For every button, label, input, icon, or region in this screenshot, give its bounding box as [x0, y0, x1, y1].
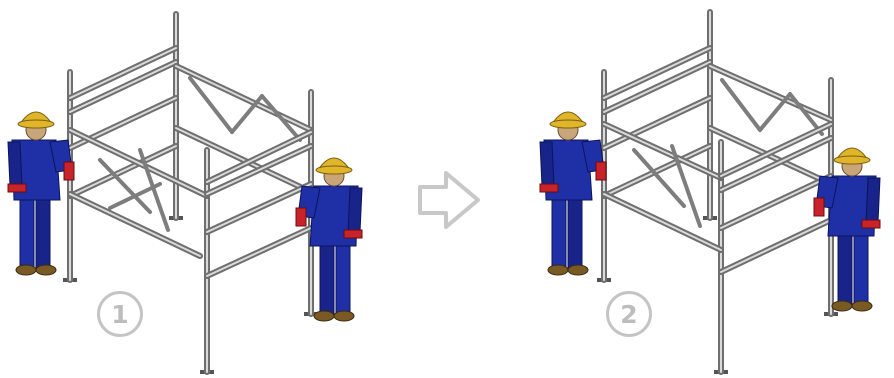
panel-step-2	[540, 12, 880, 374]
panel-step-1	[8, 14, 362, 374]
worker-left-figure	[8, 112, 74, 275]
worker-right-figure	[296, 158, 362, 321]
scaffold-frame-right	[207, 132, 311, 276]
step-number-label: 1	[111, 300, 128, 329]
step-number-badge-1: 1	[97, 291, 143, 337]
worker-left-figure	[540, 112, 606, 275]
hollow-right-arrow-icon	[420, 173, 478, 227]
step-number-label: 2	[620, 300, 637, 329]
worker-right-figure	[814, 148, 880, 311]
step-number-badge-2: 2	[606, 291, 652, 337]
